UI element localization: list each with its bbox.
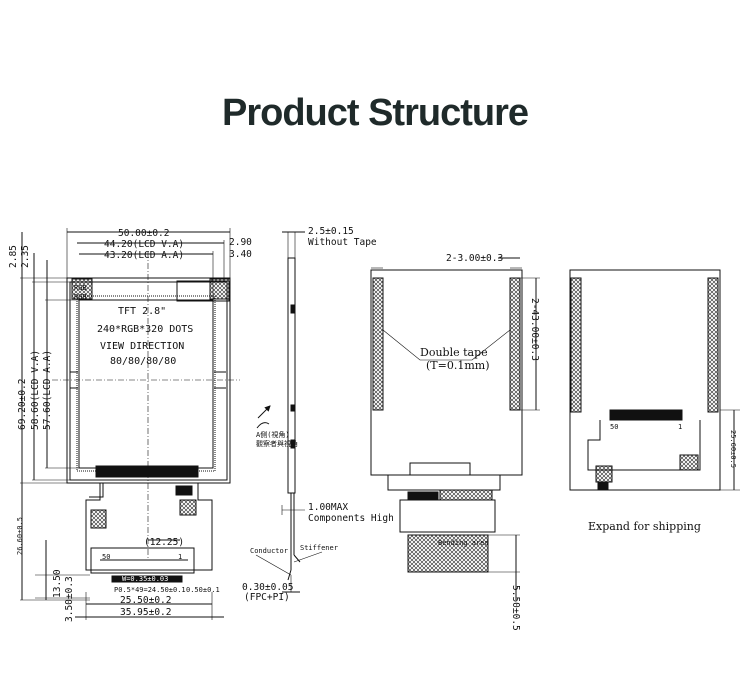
back-bending-area: Bending area <box>438 539 489 547</box>
back-bottom-dim: 5.50±0.5 <box>510 585 521 631</box>
dim-pin-tol: 0.50±0.1 <box>186 586 220 594</box>
side-components-max: 1.00MAX <box>308 502 348 513</box>
dim-right-aa-offset: 3.40 <box>229 249 252 260</box>
pin-1-label: 1 <box>178 553 182 561</box>
ship-caption: Expand for shipping <box>588 520 701 533</box>
side-thickness: 2.5±0.15 <box>308 226 354 237</box>
dim-top-offset-1: 2.85 <box>8 245 19 268</box>
side-fpc-material: (FPC+PI) <box>244 592 290 603</box>
page-title: Product Structure <box>221 92 529 134</box>
dim-fpc-length: 26.60±0.5 <box>16 517 24 555</box>
dim-outline-width: 50.00±0.2 <box>118 228 169 239</box>
dim-va-height: 58.60(LCD V.A) <box>30 350 41 430</box>
side-components-high: Components High <box>308 513 394 524</box>
side-fpc-thickness: 0.30±0.05 <box>242 582 293 593</box>
back-view <box>370 257 540 600</box>
dim-aa-width: 43.20(LCD A.A) <box>104 250 184 261</box>
ship-pin-50: 50 <box>610 423 618 431</box>
rgb-label-2: RGB <box>74 293 87 301</box>
dim-stiffener-height: 3.50±0.3 <box>64 576 75 622</box>
front-view <box>20 228 240 620</box>
rgb-label-1: RGB <box>74 284 87 292</box>
dim-pin-pitch: P0.5*49=24.50±0.1 <box>114 586 186 594</box>
side-without-tape: Without Tape <box>308 237 377 248</box>
dim-pin-width: W=0.35±0.03 <box>122 575 168 583</box>
dim-top-offset-2: 2.35 <box>20 245 31 268</box>
lcd-text-line2: 240*RGB*320 DOTS <box>97 324 193 335</box>
dim-va-width: 44.20(LCD V.A) <box>104 239 184 250</box>
ship-pin-1: 1 <box>678 423 682 431</box>
ship-right-dim: 25.60±0.5 <box>729 430 737 468</box>
dim-pitch-center: (12.25) <box>144 537 184 548</box>
side-view <box>255 231 323 593</box>
dim-outline-height: 69.20±0.2 <box>17 379 28 430</box>
shipping-view <box>569 269 740 491</box>
back-tape-length: 2-43.00±0.3 <box>529 298 540 361</box>
lcd-text-line1: TFT 2.8" <box>118 306 166 317</box>
side-stiffener: Stiffener <box>300 544 338 552</box>
dim-fpc-tail: 13.50 <box>52 569 63 598</box>
back-double-tape: Double tape <box>420 346 488 359</box>
lcd-text-line3: VIEW DIRECTION <box>100 341 184 352</box>
side-view-label-1: A側(視角) <box>256 430 290 439</box>
back-tape-thickness: (T=0.1mm) <box>426 359 490 372</box>
dim-aa-height: 57.60(LCD A.A) <box>42 350 53 430</box>
dim-stiffener-width: 35.95±0.2 <box>120 607 171 618</box>
back-tape-width: 2-3.00±0.3 <box>446 253 503 264</box>
lcd-text-line4: 80/80/80/80 <box>110 356 176 367</box>
dim-right-va-offset: 2.90 <box>229 237 252 248</box>
pin-50-label: 50 <box>102 553 110 561</box>
dim-fpc-width: 25.50±0.2 <box>120 595 171 606</box>
side-conductor: Conductor <box>250 547 288 555</box>
side-view-label-2: 觀察者與視角 <box>256 439 298 448</box>
